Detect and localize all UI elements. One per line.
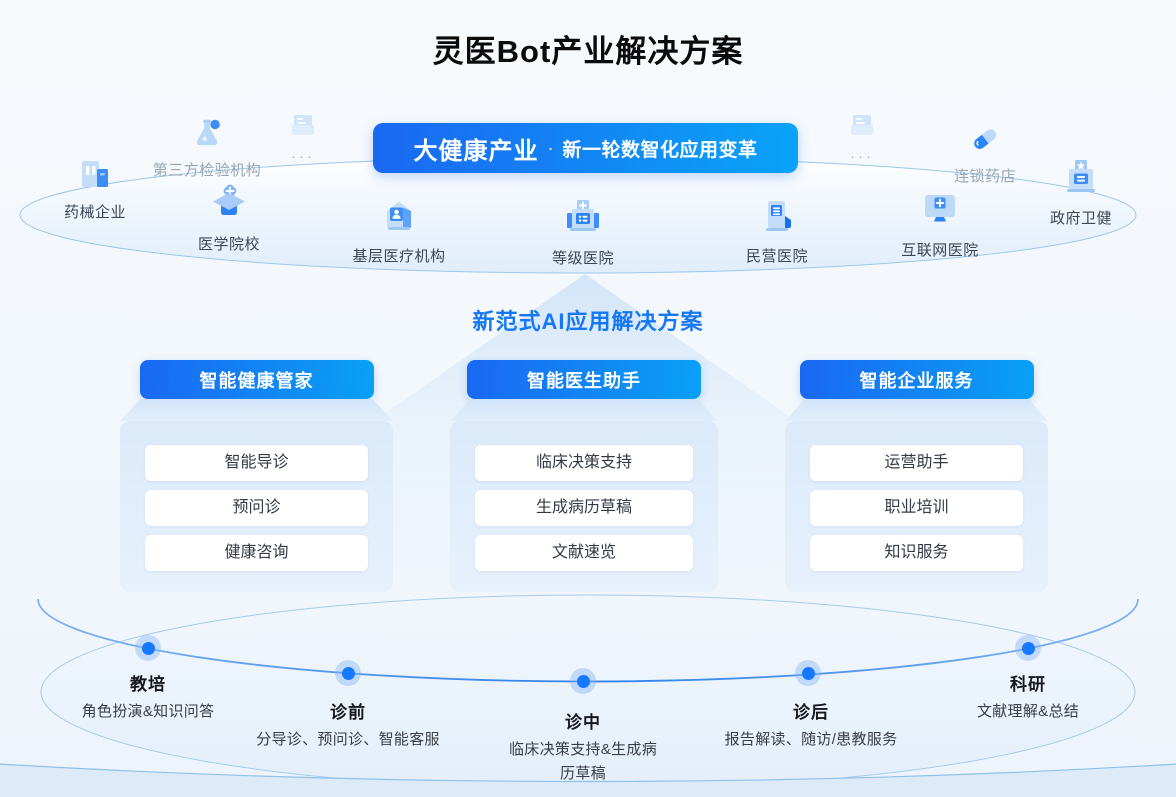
ecosystem-item-label: 等级医院 bbox=[551, 250, 614, 267]
column-trapezoid-shape bbox=[120, 399, 393, 421]
ecosystem-item-pharma: 药械企业 bbox=[20, 154, 170, 222]
column-health-manager: 智能健康管家 智能导诊 预问诊 健康咨询 bbox=[120, 360, 393, 592]
banner-separator: · bbox=[547, 137, 554, 158]
column-doctor-assistant: 智能医生助手 临床决策支持 生成病历草稿 文献速览 bbox=[450, 360, 718, 592]
column-header: 智能企业服务 bbox=[799, 360, 1034, 399]
ecosystem-item-label: 第三方检验机构 bbox=[152, 162, 262, 179]
flask-icon bbox=[132, 114, 282, 157]
stage-in-visit: 诊中 临床决策支持&生成病历草稿 bbox=[509, 708, 657, 786]
stage-name: 诊前 bbox=[329, 703, 366, 722]
stage-desc: 分导诊、预问诊、智能客服 bbox=[256, 731, 440, 748]
office-building-icon bbox=[702, 194, 852, 243]
ecosystem-item-label: 药械企业 bbox=[63, 204, 126, 221]
solution-item: 运营助手 bbox=[810, 445, 1023, 481]
capsule-icon bbox=[910, 120, 1060, 163]
solution-item: 知识服务 bbox=[810, 535, 1023, 571]
clinic-house-icon bbox=[324, 194, 474, 243]
stage-desc: 角色扮演&知识问答 bbox=[81, 703, 215, 720]
printer-icon bbox=[844, 112, 880, 151]
stage-desc: 文献理解&总结 bbox=[976, 703, 1080, 720]
journey-dot bbox=[795, 660, 821, 686]
ecosystem-more-right: ··· bbox=[850, 148, 874, 165]
government-star-icon bbox=[1006, 156, 1156, 205]
journey-dot bbox=[570, 668, 596, 694]
column-trapezoid-shape bbox=[450, 399, 718, 421]
ecosystem-more-left: ··· bbox=[291, 148, 315, 165]
hospital-plus-icon bbox=[508, 196, 658, 245]
column-card: 智能导诊 预问诊 健康咨询 bbox=[120, 421, 393, 592]
stage-name: 教培 bbox=[130, 675, 166, 694]
industry-banner: 大健康产业 · 新一轮数智化应用变革 bbox=[373, 123, 798, 173]
banner-primary-text: 大健康产业 bbox=[413, 137, 539, 165]
ecosystem-item-pharmacy: 连锁药店 bbox=[910, 120, 1060, 186]
column-card: 临床决策支持 生成病历草稿 文献速览 bbox=[450, 421, 718, 592]
ecosystem-item-medschool: 医学院校 bbox=[154, 182, 304, 254]
banner-secondary-text: 新一轮数智化应用变革 bbox=[562, 139, 758, 161]
ecosystem-item-lab: 第三方检验机构 bbox=[132, 114, 282, 180]
ecosystem-item-label: 民营医院 bbox=[745, 248, 808, 265]
graduation-cap-icon bbox=[154, 182, 304, 231]
ecosystem-item-primary-care: 基层医疗机构 bbox=[324, 194, 474, 266]
ecosystem-item-label: 政府卫健 bbox=[1049, 210, 1112, 227]
stage-desc: 报告解读、随访/患教服务 bbox=[724, 731, 898, 748]
column-header: 智能健康管家 bbox=[139, 360, 374, 399]
column-enterprise-service: 智能企业服务 运营助手 职业培训 知识服务 bbox=[785, 360, 1048, 592]
ecosystem-item-label: 连锁药店 bbox=[953, 168, 1016, 185]
ecosystem-item-label: 医学院校 bbox=[197, 236, 260, 253]
stage-name: 诊中 bbox=[565, 713, 601, 732]
stage-post-visit: 诊后 报告解读、随访/患教服务 bbox=[725, 698, 898, 749]
solution-item: 临床决策支持 bbox=[475, 445, 693, 481]
stage-name: 科研 bbox=[1009, 675, 1046, 694]
stage-training: 教培 角色扮演&知识问答 bbox=[82, 670, 215, 721]
column-header: 智能医生助手 bbox=[467, 360, 701, 399]
ecosystem-item-government: 政府卫健 bbox=[1006, 156, 1156, 228]
ecosystem-item-private-hospital: 民营医院 bbox=[702, 194, 852, 266]
stage-desc: 临床决策支持&生成病历草稿 bbox=[509, 741, 658, 782]
stage-name: 诊后 bbox=[793, 703, 829, 722]
journey-dot bbox=[135, 635, 161, 661]
pharma-building-icon bbox=[20, 154, 170, 199]
printer-icon bbox=[285, 112, 321, 151]
stage-research: 科研 文献理解&总结 bbox=[977, 670, 1079, 721]
journey-dot bbox=[335, 660, 361, 686]
solution-item: 智能导诊 bbox=[145, 445, 368, 481]
ecosystem-item-internet-hospital: 互联网医院 bbox=[865, 188, 1015, 260]
solution-item: 职业培训 bbox=[810, 490, 1023, 526]
solution-item: 生成病历草稿 bbox=[475, 490, 693, 526]
monitor-plus-icon bbox=[865, 188, 1015, 237]
ecosystem-item-label: 互联网医院 bbox=[901, 242, 979, 259]
journey-dot bbox=[1015, 635, 1041, 661]
ecosystem-item-label: 基层医疗机构 bbox=[352, 248, 446, 265]
solution-item: 预问诊 bbox=[145, 490, 368, 526]
column-trapezoid-shape bbox=[785, 399, 1048, 421]
column-card: 运营助手 职业培训 知识服务 bbox=[785, 421, 1048, 592]
solution-item: 文献速览 bbox=[475, 535, 693, 571]
ecosystem-item-graded-hospital: 等级医院 bbox=[508, 196, 658, 268]
stage-pre-visit: 诊前 分导诊、预问诊、智能客服 bbox=[256, 698, 440, 749]
page-title: 灵医Bot产业解决方案 bbox=[432, 34, 744, 69]
solution-item: 健康咨询 bbox=[145, 535, 368, 571]
solution-heading: 新范式AI应用解决方案 bbox=[472, 309, 704, 334]
